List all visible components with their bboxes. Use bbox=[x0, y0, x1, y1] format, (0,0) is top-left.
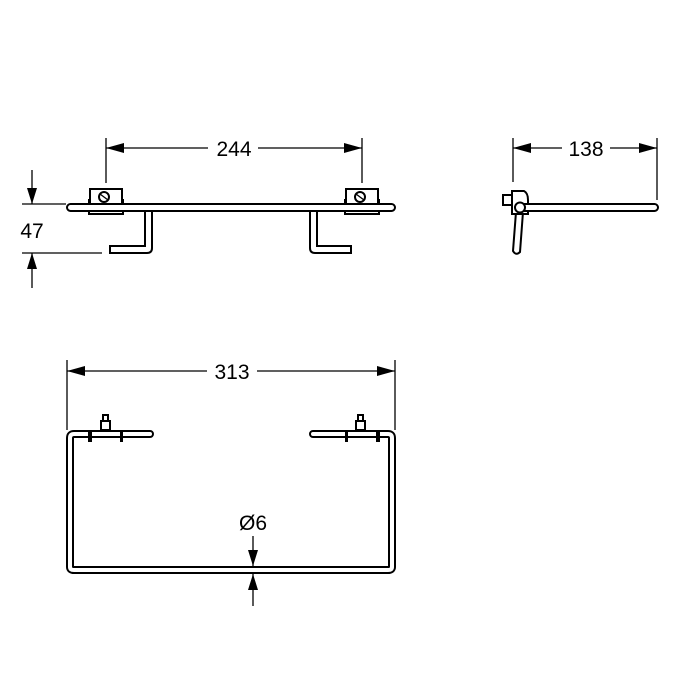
front-view: 244 47 bbox=[20, 138, 396, 288]
dimension-label-47: 47 bbox=[20, 220, 43, 243]
dimension-label-313: 313 bbox=[214, 361, 249, 384]
nut-icon bbox=[355, 420, 366, 431]
towel-frame bbox=[66, 430, 396, 574]
left-top-clamp bbox=[88, 414, 123, 442]
side-leg bbox=[511, 211, 525, 255]
dimension-diameter: Ø6 bbox=[239, 512, 267, 606]
left-leg bbox=[109, 210, 153, 254]
dimension-label-244: 244 bbox=[216, 138, 251, 161]
right-top-clamp bbox=[345, 414, 380, 442]
dimension-244: 244 bbox=[105, 138, 363, 183]
dimension-label-138: 138 bbox=[568, 138, 603, 161]
side-rod bbox=[516, 203, 659, 212]
rod-bend bbox=[514, 201, 526, 214]
side-view: 138 bbox=[502, 138, 659, 255]
nut-icon bbox=[502, 194, 513, 206]
dimension-313: 313 bbox=[66, 360, 396, 430]
nut-icon bbox=[100, 420, 111, 431]
top-view: 313 Ø6 bbox=[66, 360, 396, 606]
dimension-47: 47 bbox=[20, 170, 102, 288]
right-leg bbox=[309, 210, 352, 254]
dimension-138: 138 bbox=[512, 138, 658, 200]
dimension-label-diameter: Ø6 bbox=[239, 512, 267, 535]
towel-rod bbox=[66, 203, 396, 212]
